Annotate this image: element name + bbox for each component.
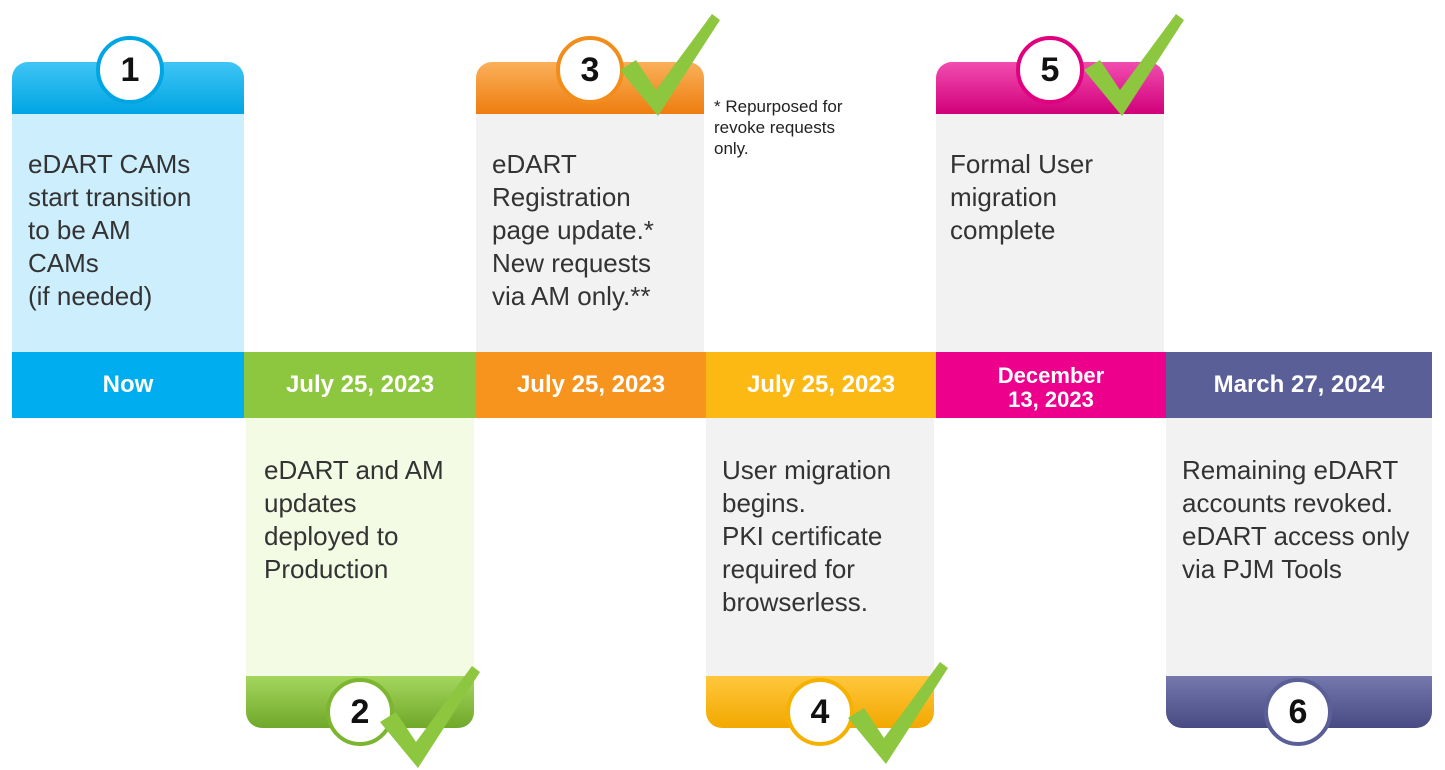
milestone-4-number: 4 (786, 678, 854, 746)
check-icon-milestone-5 (1084, 14, 1184, 116)
milestone-2-number: 2 (326, 678, 394, 746)
milestone-1-number: 1 (96, 36, 164, 104)
milestone-5-number: 5 (1016, 36, 1084, 104)
milestone-4-panel (706, 418, 934, 676)
milestone-3-number: 3 (556, 36, 624, 104)
milestone-4-description: User migration begins. PKI certificate r… (722, 455, 892, 617)
check-icon-milestone-4 (848, 662, 948, 764)
milestone-2-description: eDART and AM updates deployed to Product… (264, 455, 444, 584)
date-march-27-2024: March 27, 2024 (1166, 352, 1432, 418)
milestone-5-description: Formal User migration complete (950, 149, 1094, 245)
milestone-2-panel (246, 418, 474, 676)
footnote: * Repurposed for revoke requests only. (714, 97, 843, 158)
date-now: Now (12, 352, 244, 418)
milestone-6-panel (1166, 418, 1432, 676)
milestone-5-panel (936, 114, 1164, 352)
milestone-1-panel (12, 114, 244, 352)
date-july-25-2023-a: July 25, 2023 (244, 352, 476, 418)
milestone-3-panel (476, 114, 704, 352)
check-icon-milestone-3 (620, 14, 720, 116)
date-december-13-2023: December 13, 2023 (936, 352, 1166, 418)
milestone-1-description: eDART CAMs start transition to be AM CAM… (28, 149, 192, 311)
check-icon-milestone-2 (380, 666, 480, 768)
date-july-25-2023-b: July 25, 2023 (476, 352, 706, 418)
date-july-25-2023-c: July 25, 2023 (706, 352, 936, 418)
milestone-6-number: 6 (1264, 678, 1332, 746)
milestone-3-description: eDART Registration page update.* New req… (492, 149, 654, 311)
milestone-6-description: Remaining eDART accounts revoked. eDART … (1182, 455, 1410, 584)
